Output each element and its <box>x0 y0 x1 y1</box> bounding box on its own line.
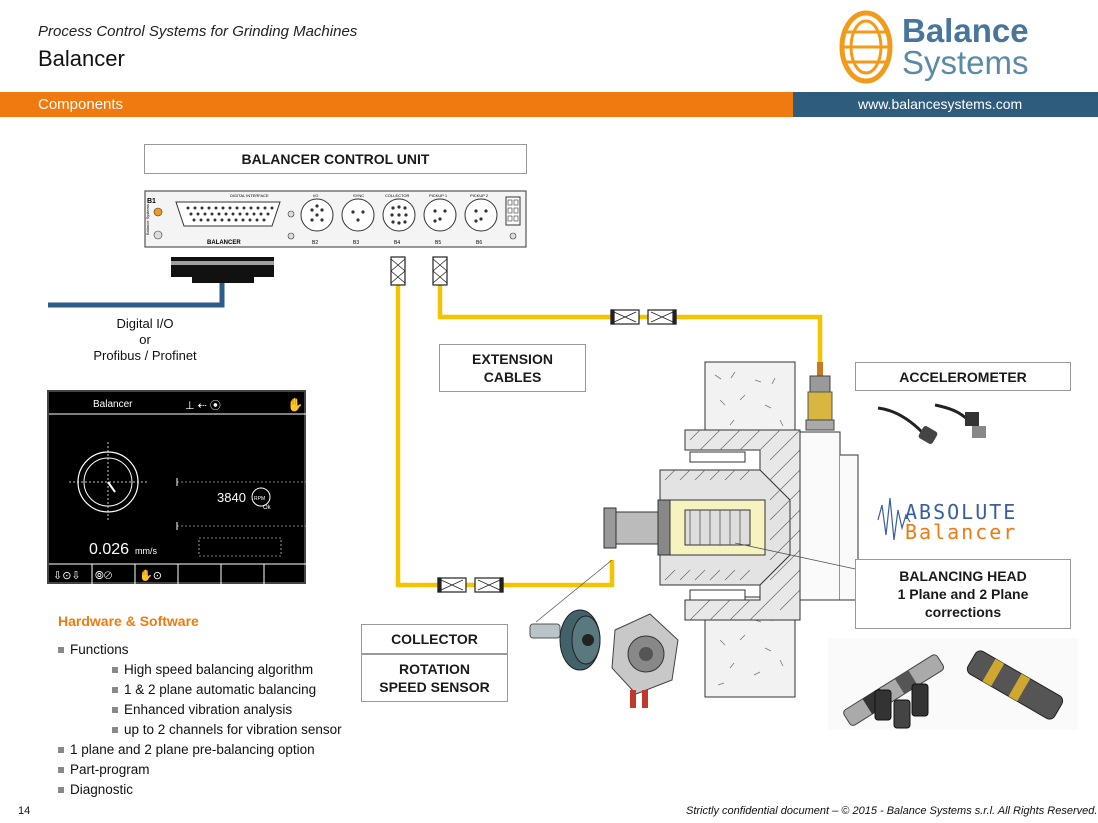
collector-cable <box>395 285 615 588</box>
collector-label: COLLECTOR <box>361 624 508 654</box>
screen-status-icons: ⊥ ⇠ ⦿ <box>185 399 221 412</box>
balance-systems-logo: Balance Systems <box>838 10 1048 84</box>
website-url[interactable]: www.balancesystems.com <box>858 96 1023 112</box>
absolute-balancer-wave-icon <box>877 497 911 541</box>
control-unit-panel-labels: B1 DIGITAL INTERFACE I/O SYNC COLLECTOR … <box>145 193 489 246</box>
balancing-head-line1: BALANCING HEAD <box>899 568 1027 584</box>
section-label: Components <box>38 96 124 113</box>
rotation-sensor-line1: ROTATION <box>398 661 471 677</box>
screen-graphics: Balancer ⊥ ⇠ ⦿ ✋ 3840 RPM Ok 0.026 mm/s … <box>49 397 308 586</box>
extension-cables-line1: EXTENSION <box>472 351 553 367</box>
balancing-head-line2: 1 Plane and 2 Plane <box>897 586 1029 602</box>
screen-manual-icon: ✋⊙ <box>139 569 162 582</box>
balancing-head-label: BALANCING HEAD 1 Plane and 2 Plane corre… <box>855 559 1071 629</box>
logo-line1: Balance <box>902 12 1029 49</box>
accelerometer-label-text: ACCELEROMETER <box>899 368 1027 385</box>
extension-couplers <box>437 309 677 593</box>
footer-notice: Strictly confidential document – © 2015 … <box>686 805 1098 817</box>
list-item: 1 plane and 2 plane pre-balancing option <box>58 740 342 760</box>
digital-io-line1: Digital I/O <box>116 316 174 331</box>
screen-phase-icon: ⦾⊘ <box>95 570 113 582</box>
list-item: Functions <box>58 640 342 660</box>
control-unit-label: BALANCER CONTROL UNIT <box>144 144 527 174</box>
hand-icon: ✋ <box>287 397 303 412</box>
absolute-logo-line1: ABSOLUTE <box>905 500 1018 524</box>
collector-pointer <box>535 559 613 623</box>
screen-vibration-value: 0.026 <box>89 541 129 558</box>
balancing-head-photo <box>828 638 1078 730</box>
accelerometer-label: ACCELEROMETER <box>855 362 1071 391</box>
balancer-screen: Balancer ⊥ ⇠ ⦿ ✋ 3840 RPM Ok 0.026 mm/s … <box>47 390 308 586</box>
connector-b4-label: B4 <box>394 240 400 246</box>
balancing-head-pointer <box>734 542 861 571</box>
panel-brand-label: Balance Systems <box>145 204 150 235</box>
control-unit-label-text: BALANCER CONTROL UNIT <box>241 151 430 167</box>
screen-rpm-unit: RPM <box>254 496 265 502</box>
list-item: 1 & 2 plane automatic balancing <box>58 680 342 700</box>
connector-b6-label: B6 <box>476 240 482 246</box>
absolute-balancer-logo: ABSOLUTE Balancer <box>905 500 1055 544</box>
connector-b5-label: B5 <box>435 240 441 246</box>
panel-name-label: BALANCER <box>207 240 241 246</box>
balancing-head-line3: corrections <box>924 604 1002 620</box>
logo-line2: Systems <box>902 44 1029 81</box>
slide-subtitle: Process Control Systems for Grinding Mac… <box>38 23 358 40</box>
extension-cables-label: EXTENSION CABLES <box>439 344 586 392</box>
connector-b1-label: B1 <box>147 198 156 205</box>
accelerometer-photo <box>877 403 986 444</box>
spindle-cross-section <box>603 361 859 698</box>
accelerometer-sensor <box>805 362 835 431</box>
collector-label-text: COLLECTOR <box>391 631 478 647</box>
list-item: up to 2 channels for vibration sensor <box>58 720 342 740</box>
screen-rpm-value: 3840 <box>217 490 246 505</box>
pickup2-connector-label: PICKUP 2 <box>470 193 489 198</box>
list-item: High speed balancing algorithm <box>58 660 342 680</box>
pickup1-connector-label: PICKUP 1 <box>429 193 448 198</box>
collector-connector-label: COLLECTOR <box>385 193 409 198</box>
logo-emblem-icon <box>839 10 893 84</box>
screen-vibration-unit: mm/s <box>135 546 157 556</box>
list-item: Part-program <box>58 760 342 780</box>
io-cable <box>48 283 225 308</box>
screen-balance-icon: ⇩⊙⇩ <box>53 570 81 582</box>
section-bar <box>0 92 793 117</box>
connector-b3-label: B3 <box>353 240 359 246</box>
io-connector-plug <box>171 257 274 277</box>
features-list: Functions High speed balancing algorithm… <box>58 640 342 800</box>
slide-title: Balancer <box>38 46 125 71</box>
list-item: Enhanced vibration analysis <box>58 700 342 720</box>
control-unit-panel <box>144 190 527 248</box>
digital-interface-label: DIGITAL INTERFACE <box>230 193 269 198</box>
digital-io-label: Digital I/O or Profibus / Profinet <box>80 316 210 364</box>
cable-plugs <box>390 256 448 286</box>
list-item: Diagnostic <box>58 780 342 800</box>
digital-io-line3: Profibus / Profinet <box>93 348 197 363</box>
extension-cables-line2: CABLES <box>483 369 542 385</box>
rotation-sensor-label: ROTATION SPEED SENSOR <box>361 654 508 702</box>
connector-b2-label: B2 <box>312 240 318 246</box>
features-title: Hardware & Software <box>58 613 199 629</box>
sync-connector-label: SYNC <box>353 193 364 198</box>
rotation-sensor-line2: SPEED SENSOR <box>379 679 490 695</box>
digital-io-line2: or <box>139 332 151 347</box>
absolute-logo-line2: Balancer <box>905 520 1018 544</box>
url-bar <box>793 92 1098 117</box>
screen-title: Balancer <box>93 399 133 410</box>
collector-photo <box>529 609 679 708</box>
io-connector-label: I/O <box>313 193 318 198</box>
page-number: 14 <box>18 805 31 817</box>
screen-ok-label: Ok <box>263 505 272 511</box>
